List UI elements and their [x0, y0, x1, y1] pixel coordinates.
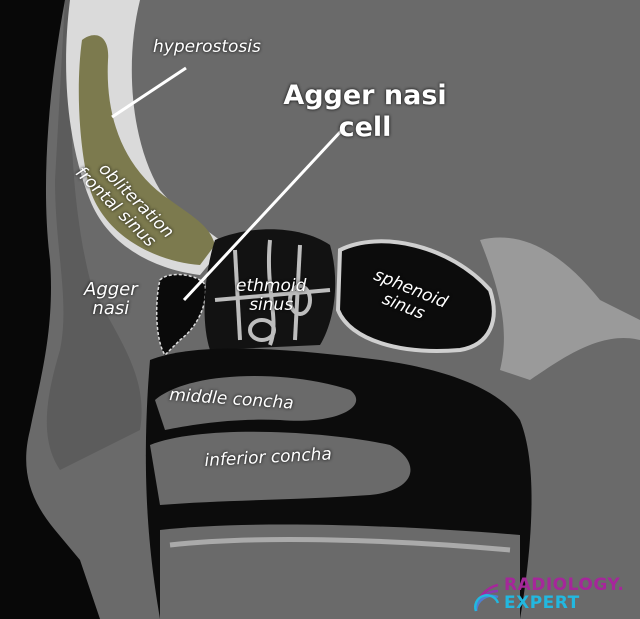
agger-nasi-cell-pointer — [182, 128, 344, 302]
hyperostosis-pointer — [111, 66, 187, 119]
radiology-expert-logo: RADIOLOGY. EXPERT — [472, 575, 632, 615]
label-agger-nasi-cell: Agger nasi cell — [280, 80, 450, 144]
label-agger-nasi: Agger nasi — [84, 280, 138, 318]
outside-air — [0, 0, 100, 619]
label-line: nasi — [92, 298, 130, 319]
logo-line1: RADIOLOGY. — [504, 575, 625, 595]
label-ethmoid-sinus: ethmoid sinus — [236, 277, 306, 315]
middle-concha — [155, 376, 357, 430]
label-line: sinus — [249, 295, 294, 315]
label-hyperostosis: hyperostosis — [153, 37, 261, 57]
agger-nasi-cell — [155, 273, 207, 357]
inferior-concha — [150, 431, 411, 505]
label-line: cell — [338, 112, 392, 143]
logo-line2: EXPERT — [504, 593, 580, 613]
sphenoid-sinus — [335, 239, 496, 353]
label-line: Agger — [84, 279, 138, 300]
obliterated-frontal-sinus — [78, 35, 215, 266]
label-line: ethmoid — [236, 276, 307, 296]
logo-waves-icon — [474, 583, 500, 612]
label-line: Agger nasi — [283, 80, 447, 111]
